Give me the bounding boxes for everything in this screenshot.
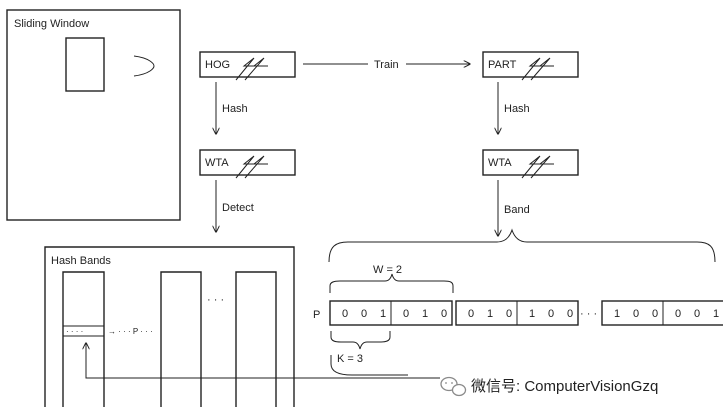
vector-bit: 0 xyxy=(694,308,700,320)
wta-right-frame xyxy=(482,149,579,176)
wta-left-break-mark xyxy=(235,155,268,179)
vector-bit: 0 xyxy=(403,308,409,320)
wta-box-right: WTA xyxy=(482,149,579,179)
window-to-hog-bracket xyxy=(133,55,155,77)
detect-label: Detect xyxy=(222,202,254,214)
hog-break-mark xyxy=(235,57,268,81)
vector-bit: 0 xyxy=(652,308,658,320)
vector-bit: 0 xyxy=(633,308,639,320)
vector-bit: 0 xyxy=(361,308,367,320)
band-arrow: Band xyxy=(498,180,530,236)
hog-box: HOG xyxy=(199,51,296,81)
band-row-dots: · · · · xyxy=(66,327,83,336)
lower-band-brace xyxy=(330,355,408,376)
vector-bit: 0 xyxy=(441,308,447,320)
detect-arrow: Detect xyxy=(216,180,254,232)
hash-bands-label: Hash Bands xyxy=(51,255,111,267)
vector-ellipsis: · · · xyxy=(580,308,597,320)
band-column-2 xyxy=(160,271,202,407)
watermark-text: 微信号: ComputerVisionGzq xyxy=(471,378,658,395)
band-columns-ellipsis: · · · xyxy=(207,294,224,306)
vector-bit: 1 xyxy=(380,308,386,320)
detection-window xyxy=(65,37,105,92)
hash-bands-panel: Hash Bands · · · · → · · · P · · · · · · xyxy=(44,246,440,407)
watermark: 微信号: ComputerVisionGzq xyxy=(440,376,658,397)
part-box-label: PART xyxy=(488,59,517,71)
vector-bit: 1 xyxy=(422,308,428,320)
sliding-window-label: Sliding Window xyxy=(14,18,89,30)
feedback-arrow xyxy=(86,343,440,379)
vector-bit: 1 xyxy=(529,308,535,320)
hash-bands-frame xyxy=(44,246,295,407)
vector-bit: 0 xyxy=(468,308,474,320)
vector-bit: 0 xyxy=(548,308,554,320)
w-brace xyxy=(329,273,454,293)
train-arrow: Train xyxy=(303,59,470,71)
hash-arrow-left: Hash xyxy=(216,82,248,134)
wta-right-label: WTA xyxy=(488,157,512,169)
band-vector-groups: 0 0 1 0 1 0 0 1 0 1 0 0 1 0 0 0 0 1 xyxy=(329,300,723,326)
vector-bit: 1 xyxy=(614,308,620,320)
train-label: Train xyxy=(374,59,399,71)
wta-box-left: WTA xyxy=(199,149,296,179)
part-box: PART xyxy=(482,51,579,81)
hash-arrow-right: Hash xyxy=(498,82,530,134)
vector-bit: 0 xyxy=(675,308,681,320)
band-brace xyxy=(328,228,716,263)
hash-label-left: Hash xyxy=(222,103,248,115)
vector-bit: 1 xyxy=(713,308,719,320)
sliding-window-frame xyxy=(6,9,181,221)
wta-right-break-mark xyxy=(521,155,554,179)
band-column-3 xyxy=(235,271,277,407)
part-break-mark xyxy=(521,57,554,81)
hash-label-right: Hash xyxy=(504,103,530,115)
wechat-icon xyxy=(440,376,467,397)
band-row-tail: → · · · P · · · xyxy=(108,327,153,336)
k-brace xyxy=(330,331,391,350)
band-label: Band xyxy=(504,204,530,216)
vector-row-label: P xyxy=(313,309,320,321)
hog-box-label: HOG xyxy=(205,59,230,71)
vector-bit: 0 xyxy=(506,308,512,320)
part-box-frame xyxy=(482,51,579,78)
vector-bit: 0 xyxy=(342,308,348,320)
band-column-1 xyxy=(62,271,105,407)
vector-bit: 1 xyxy=(487,308,493,320)
sliding-window-panel: Sliding Window xyxy=(6,9,181,221)
vector-bit: 0 xyxy=(567,308,573,320)
wta-left-label: WTA xyxy=(205,157,229,169)
w-label: W = 2 xyxy=(373,264,402,276)
k-label: K = 3 xyxy=(337,353,363,365)
